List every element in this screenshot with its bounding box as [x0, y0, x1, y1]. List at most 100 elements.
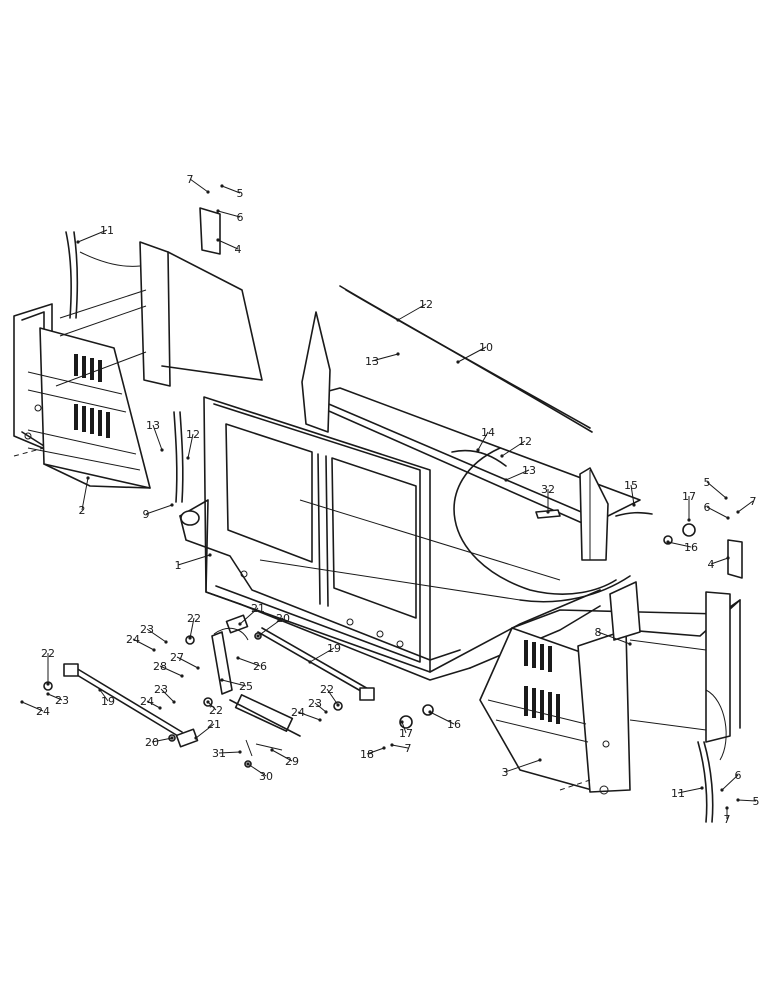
callout-c27: 27	[170, 651, 200, 670]
callout-c22d: 22	[320, 683, 340, 707]
callout-label: 17	[682, 490, 696, 503]
callout-c19a: 19	[308, 642, 341, 664]
callout-arrowhead	[428, 710, 432, 714]
callout-arrowhead	[726, 556, 730, 560]
callout-leader	[391, 744, 409, 749]
callout-arrowhead	[216, 238, 220, 242]
callout-label: 13	[522, 464, 536, 477]
callout-label: 19	[327, 642, 341, 655]
callout-arrowhead	[400, 720, 404, 724]
callout-arrowhead	[687, 518, 691, 522]
callout-arrowhead	[206, 700, 210, 704]
callout-label: 20	[276, 612, 290, 625]
callout-leader	[667, 541, 692, 548]
callout-label: 22	[187, 612, 201, 625]
callout-label: 29	[285, 755, 299, 768]
callout-c32: 32	[541, 483, 555, 514]
callout-leader	[737, 799, 757, 802]
callout-c18: 18	[360, 746, 386, 761]
callout-leader	[217, 239, 239, 250]
callout-c2: 2	[79, 476, 90, 517]
right-panel-vents	[524, 640, 560, 724]
callout-label: 18	[360, 748, 374, 761]
callout-c22c: 22	[206, 700, 223, 717]
callout-label: 22	[320, 683, 334, 696]
callout-label: 13	[365, 355, 379, 368]
callout-label: 32	[541, 483, 555, 496]
callout-leader	[207, 701, 217, 711]
callout-leader	[151, 737, 173, 743]
callout-c6a: 6	[216, 209, 244, 224]
callout-c4b: 4	[708, 556, 730, 571]
callout-arrowhead	[396, 352, 400, 356]
callout-leader	[47, 693, 63, 701]
callout-c5b: 5	[704, 476, 728, 500]
callout-c23a: 23	[140, 623, 168, 644]
callout-label: 5	[753, 795, 760, 808]
callout-c21b: 21	[194, 718, 221, 740]
callout-c30: 30	[246, 762, 273, 783]
callout-c24d: 24	[291, 706, 322, 722]
callout-arrowhead	[220, 678, 224, 682]
callout-label: 30	[259, 770, 273, 783]
callout-arrowhead	[152, 648, 156, 652]
main-frame	[179, 311, 641, 681]
callout-leader	[597, 631, 631, 645]
callout-label: 9	[143, 508, 150, 521]
callout-leader	[159, 665, 183, 677]
callout-arrowhead	[476, 448, 480, 452]
callout-label: 1	[175, 559, 182, 572]
callout-arrowhead	[720, 788, 724, 792]
callout-c26: 26	[236, 656, 267, 673]
callout-label: 5	[704, 476, 711, 489]
callout-label: 19	[101, 695, 115, 708]
callout-c6c: 6	[720, 769, 742, 792]
callout-label: 23	[308, 697, 322, 710]
callout-arrowhead	[396, 318, 400, 322]
callout-leader	[630, 484, 635, 506]
callout-leader	[146, 628, 167, 643]
callout-leader	[677, 787, 703, 794]
callout-c24a: 24	[126, 633, 156, 652]
callout-c23d: 23	[308, 697, 328, 714]
callout-leader	[737, 500, 754, 513]
callout-label: 7	[750, 495, 757, 508]
callout-leader	[706, 506, 729, 519]
callout-leader	[477, 431, 489, 451]
callout-c7c: 7	[390, 742, 412, 755]
callout-leader	[401, 721, 407, 734]
callout-leader	[81, 477, 89, 511]
callout-c22a: 22	[187, 612, 201, 640]
callout-leader	[21, 701, 44, 712]
callout-label: 12	[419, 298, 433, 311]
callout-arrowhead	[666, 540, 670, 544]
callout-label: 6	[735, 769, 742, 782]
callout-arrowhead	[46, 692, 50, 696]
callout-label: 7	[187, 173, 194, 186]
callout-arrowhead	[308, 660, 312, 664]
callout-label: 21	[207, 718, 221, 731]
callout-c20a: 20	[256, 612, 290, 638]
callout-arrowhead	[170, 736, 174, 740]
callout-arrowhead	[180, 674, 184, 678]
callout-leader	[217, 210, 241, 218]
callout-arrowhead	[220, 184, 224, 188]
callout-arrowhead	[46, 682, 50, 686]
callout-arrowhead	[500, 454, 504, 458]
callout-leader	[371, 353, 399, 362]
callout-c9: 9	[143, 503, 174, 521]
callout-leader	[221, 679, 247, 687]
callout-label: 24	[140, 695, 154, 708]
callout-c7b: 7	[736, 495, 757, 514]
callout-arrowhead	[86, 476, 90, 480]
callout-leader	[721, 774, 739, 791]
callout-arrowhead	[736, 798, 740, 802]
callout-label: 10	[479, 341, 493, 354]
callout-arrowhead	[208, 553, 212, 557]
callout-c12c: 12	[500, 435, 532, 458]
callout-label: 7	[405, 742, 412, 755]
callout-arrowhead	[196, 666, 200, 670]
callout-label: 20	[145, 736, 159, 749]
left-panel-vents	[74, 354, 110, 438]
